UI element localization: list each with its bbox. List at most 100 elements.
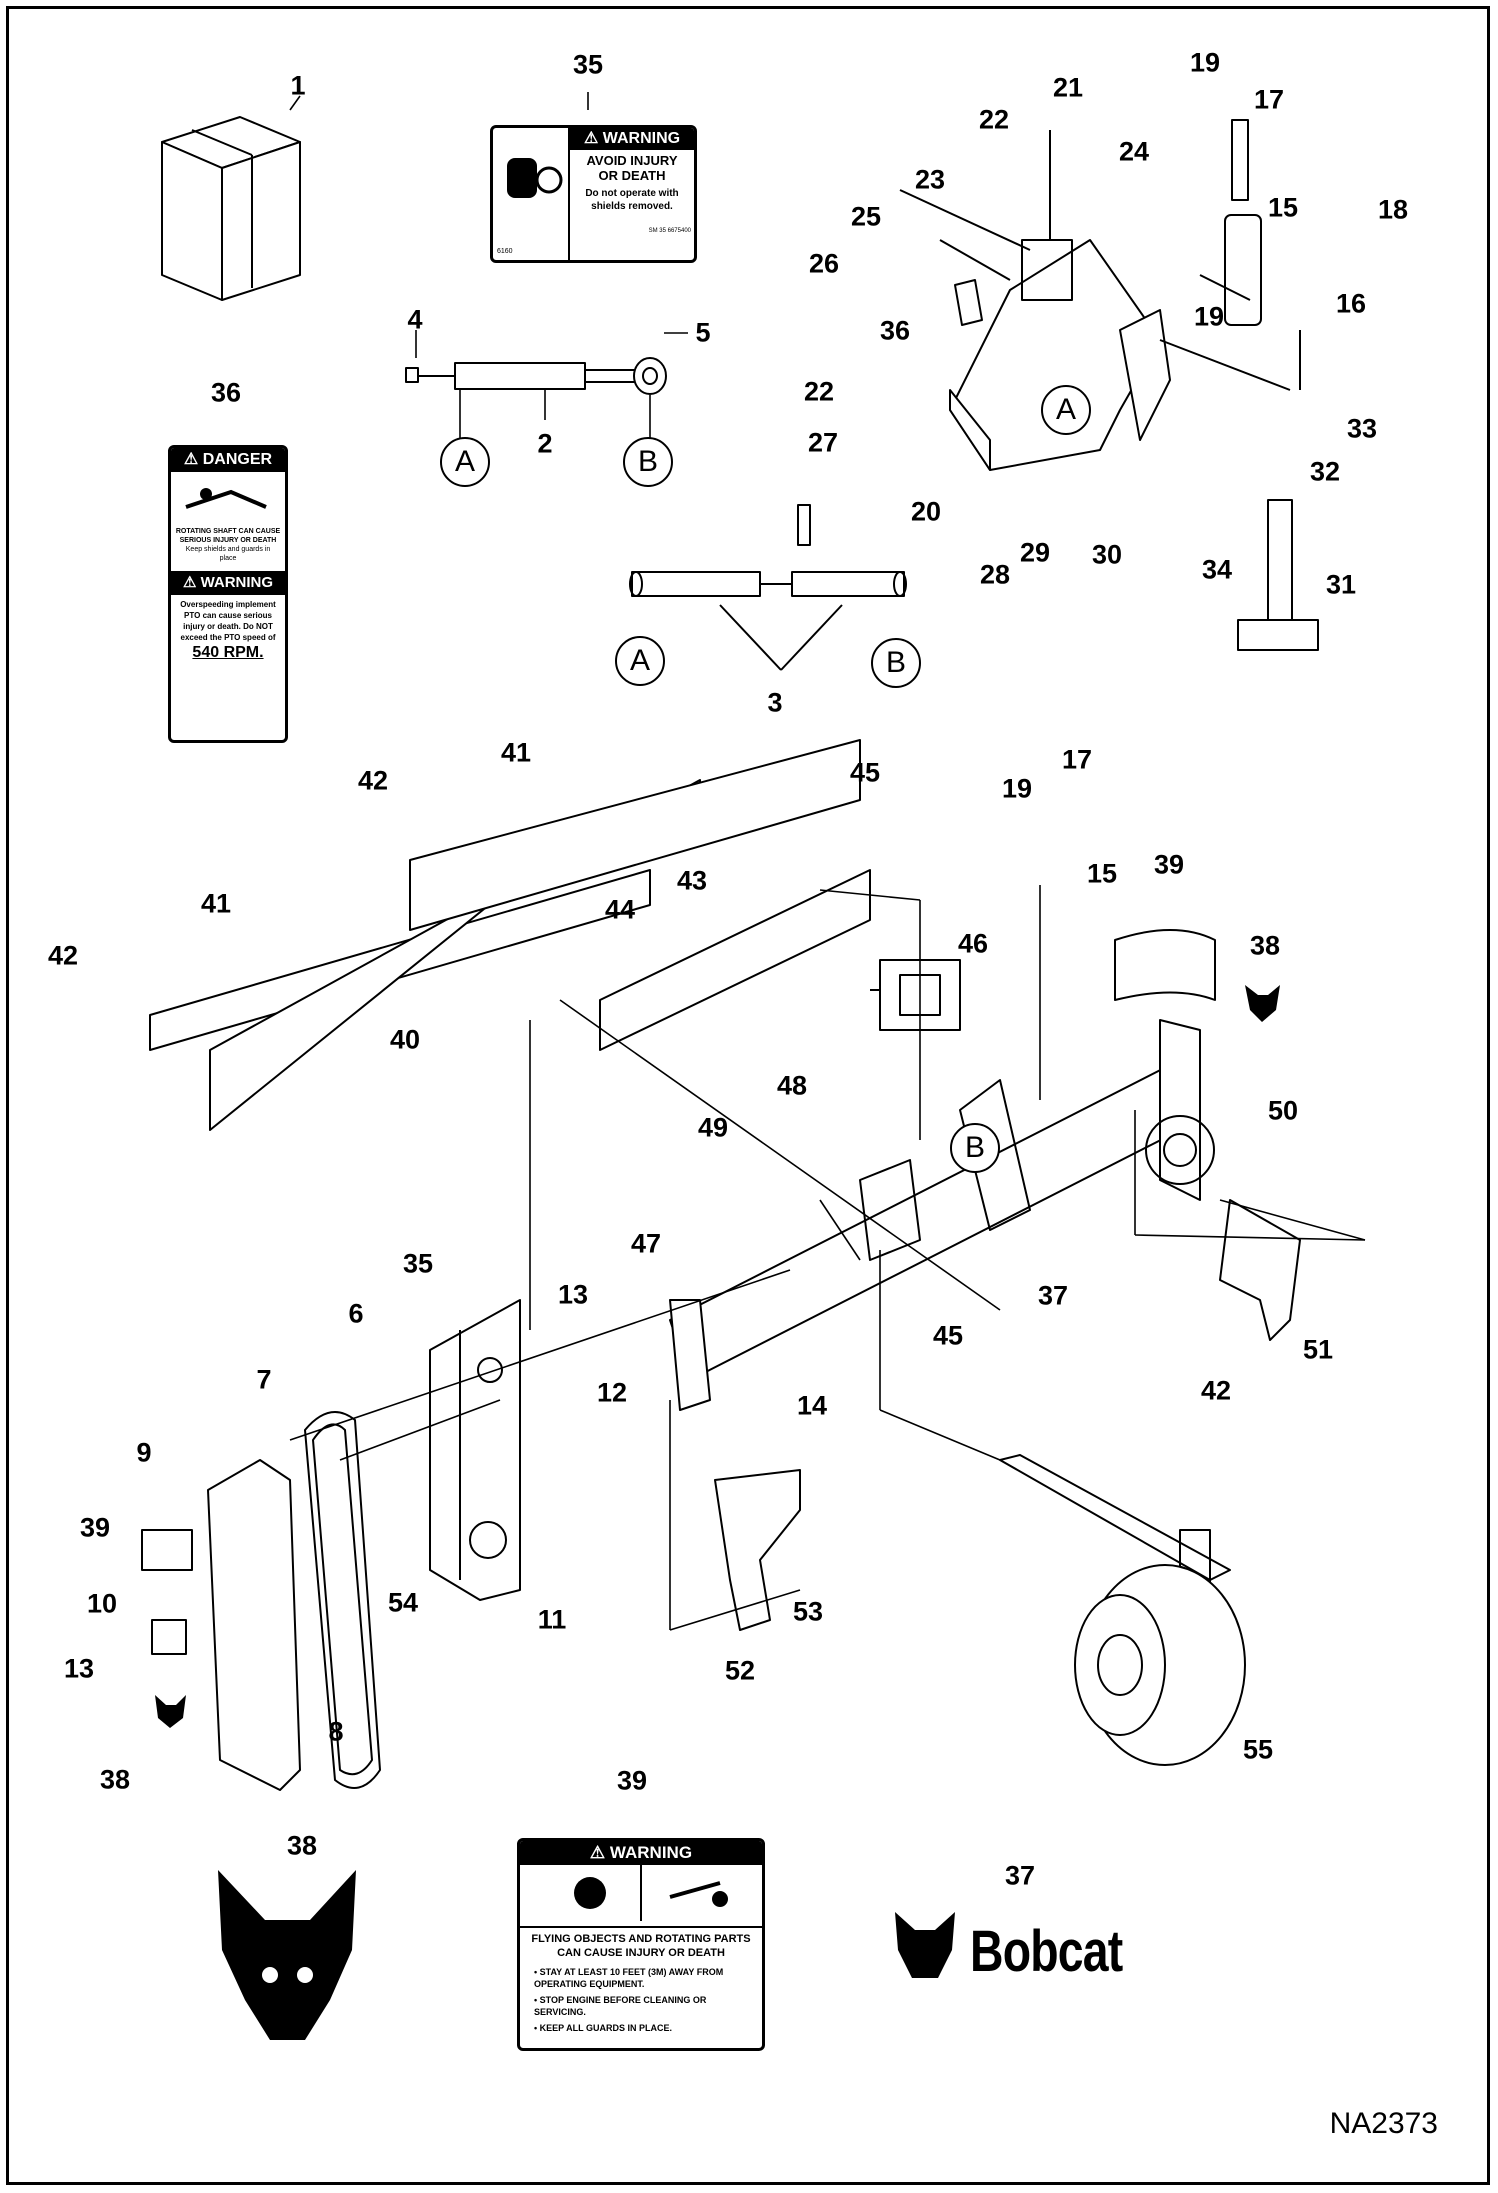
callout: 20 xyxy=(910,496,942,527)
callout: 45 xyxy=(932,1320,964,1351)
decal-header-text: WARNING xyxy=(602,130,681,147)
detail-tag-a: A xyxy=(615,636,665,686)
decal-36: ⚠ DANGER ROTATING SHAFT CAN CAUSE SERIOU… xyxy=(168,445,288,743)
decal-line3: Do not operate with xyxy=(585,188,679,199)
callout: 19 xyxy=(1189,47,1221,78)
callout: 39 xyxy=(79,1512,111,1543)
callout: 13 xyxy=(63,1653,95,1684)
callout: 38 xyxy=(286,1830,318,1861)
hand-chain-icon xyxy=(507,158,563,198)
callout: 31 xyxy=(1325,569,1357,600)
bullet3-text: KEEP ALL GUARDS IN PLACE. xyxy=(539,2023,673,2033)
decal-39-header-text: WARNING xyxy=(609,1843,693,1862)
part-wheel-assembly xyxy=(999,1454,1246,1766)
callout: 39 xyxy=(1153,849,1185,880)
callout: 30 xyxy=(1091,539,1123,570)
warning-text: Overspeeding implement PTO can cause ser… xyxy=(180,600,276,642)
warning-header-text: WARNING xyxy=(200,574,274,591)
callout: 2 xyxy=(537,428,553,459)
danger-sub: Keep shields and guards in place xyxy=(185,546,271,562)
decal-39-bullet3: • KEEP ALL GUARDS IN PLACE. xyxy=(534,2023,673,2033)
flying-objects-icon xyxy=(574,1865,728,1921)
callout: 28 xyxy=(979,559,1011,590)
callout: 19 xyxy=(1193,301,1225,332)
callout: 19 xyxy=(1001,773,1033,804)
callout: 35 xyxy=(572,49,604,80)
part-gearbox xyxy=(870,959,961,1031)
callout: 48 xyxy=(776,1070,808,1101)
decal-35: 6160 ⚠ WARNING AVOID INJURY OR DEATH Do … xyxy=(490,125,697,263)
part-box xyxy=(161,116,301,301)
callout: 25 xyxy=(850,201,882,232)
callout: 4 xyxy=(407,304,423,335)
callout: 35 xyxy=(402,1248,434,1279)
detail-tag-b: B xyxy=(871,638,921,688)
callout: 37 xyxy=(1037,1280,1069,1311)
callout: 7 xyxy=(256,1364,272,1395)
callout: 9 xyxy=(136,1437,152,1468)
callout: 14 xyxy=(796,1390,828,1421)
part-drive-housing xyxy=(429,1299,521,1601)
decal-line4: shields removed. xyxy=(591,201,673,212)
callout: 17 xyxy=(1253,84,1285,115)
callout: 38 xyxy=(1249,930,1281,961)
detail-tag-b: B xyxy=(623,437,673,487)
callout: 18 xyxy=(1377,194,1409,225)
detail-tag-a: A xyxy=(440,437,490,487)
rotating-shaft-icon xyxy=(185,488,267,509)
callout: 37 xyxy=(1004,1860,1036,1891)
callout: 52 xyxy=(724,1655,756,1686)
callout: 15 xyxy=(1086,858,1118,889)
callout: 41 xyxy=(200,888,232,919)
callout: 1 xyxy=(290,70,306,101)
part-shield-panels xyxy=(149,739,871,1131)
decal-header: ⚠ WARNING xyxy=(570,128,694,150)
drawing-border xyxy=(6,6,1490,2185)
callout: 32 xyxy=(1309,456,1341,487)
callout: 49 xyxy=(697,1112,729,1143)
callout: 42 xyxy=(47,940,79,971)
drawing-code: NA2373 xyxy=(1329,2107,1438,2140)
callout: 26 xyxy=(808,248,840,279)
callout: 10 xyxy=(86,1588,118,1619)
decal-39-bullet2: • STOP ENGINE BEFORE CLEANING OR SERVICI… xyxy=(534,1995,707,2017)
callout: 42 xyxy=(357,765,389,796)
part-drawbar xyxy=(629,504,907,671)
decal-code-right: SM 35 6675400 xyxy=(648,228,691,234)
callout: 45 xyxy=(849,757,881,788)
callout: 13 xyxy=(557,1279,589,1310)
bullet2-text: STOP ENGINE BEFORE CLEANING OR SERVICING… xyxy=(534,1995,707,2017)
rpm-text: 540 RPM. xyxy=(192,644,264,661)
callout: 29 xyxy=(1019,537,1051,568)
decal-line2: OR DEATH xyxy=(598,168,666,183)
callout: 33 xyxy=(1346,413,1378,444)
callout: 23 xyxy=(914,164,946,195)
brand-logo-text: Bobcat xyxy=(970,1919,1123,1984)
callout: 27 xyxy=(807,427,839,458)
callout: 5 xyxy=(695,317,711,348)
callout: 53 xyxy=(792,1596,824,1627)
callout: 8 xyxy=(328,1716,344,1747)
decal-code-left: 6160 xyxy=(497,248,513,255)
callout: 34 xyxy=(1201,554,1233,585)
callout: 41 xyxy=(500,737,532,768)
callout: 43 xyxy=(676,865,708,896)
callout: 24 xyxy=(1118,136,1150,167)
callout: 44 xyxy=(604,894,636,925)
callout: 39 xyxy=(616,1765,648,1796)
callout: 16 xyxy=(1335,288,1367,319)
bullet1-text: STAY AT LEAST 10 FEET (3M) AWAY FROM OPE… xyxy=(534,1967,724,1989)
callout: 46 xyxy=(957,928,989,959)
part-hitch-frame xyxy=(899,119,1319,651)
callout: 42 xyxy=(1200,1375,1232,1406)
warning-header: ⚠ WARNING xyxy=(171,571,285,595)
callout: 38 xyxy=(99,1764,131,1795)
callout: 51 xyxy=(1302,1334,1334,1365)
part-main-frame xyxy=(669,1019,1215,1411)
callout: 15 xyxy=(1267,192,1299,223)
callout: 11 xyxy=(537,1604,567,1635)
callout: 40 xyxy=(389,1024,421,1055)
callout: 54 xyxy=(387,1587,419,1618)
bobcat-head-logo xyxy=(218,1870,356,2040)
